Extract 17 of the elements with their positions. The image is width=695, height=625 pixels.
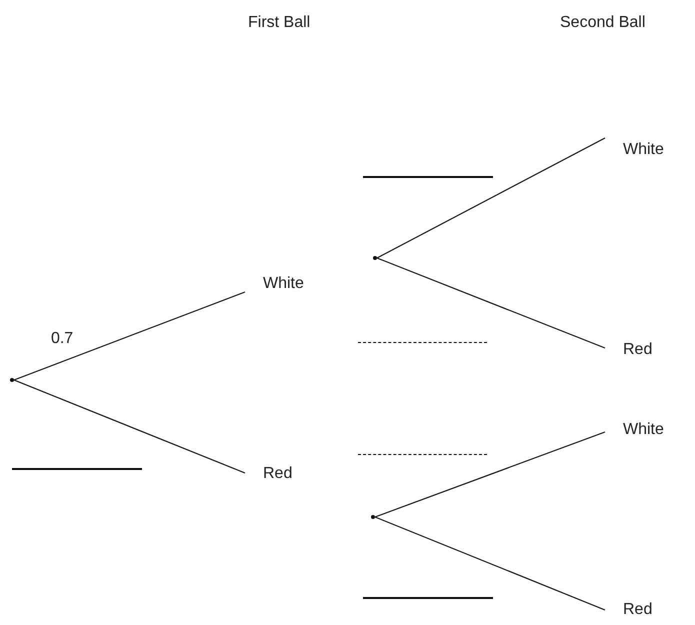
column-heading: Second Ball [560,14,646,32]
branch-point [10,378,14,382]
tree-branch [374,431,606,518]
tree-branch [14,291,246,381]
tree-branch [376,138,606,258]
tree-branch [376,257,606,349]
outcome-label: Red [605,338,675,362]
outcome-label: Red [245,462,315,486]
column-heading: First Ball [248,14,310,32]
tree-branch [14,379,246,474]
outcome-label: White [245,272,325,296]
branch-point [373,256,377,260]
outcome-label: White [605,418,693,442]
outcome-label: White [605,138,693,162]
tree-branch [374,516,606,610]
outcome-label: Red [605,598,675,622]
branch-point [371,515,375,519]
